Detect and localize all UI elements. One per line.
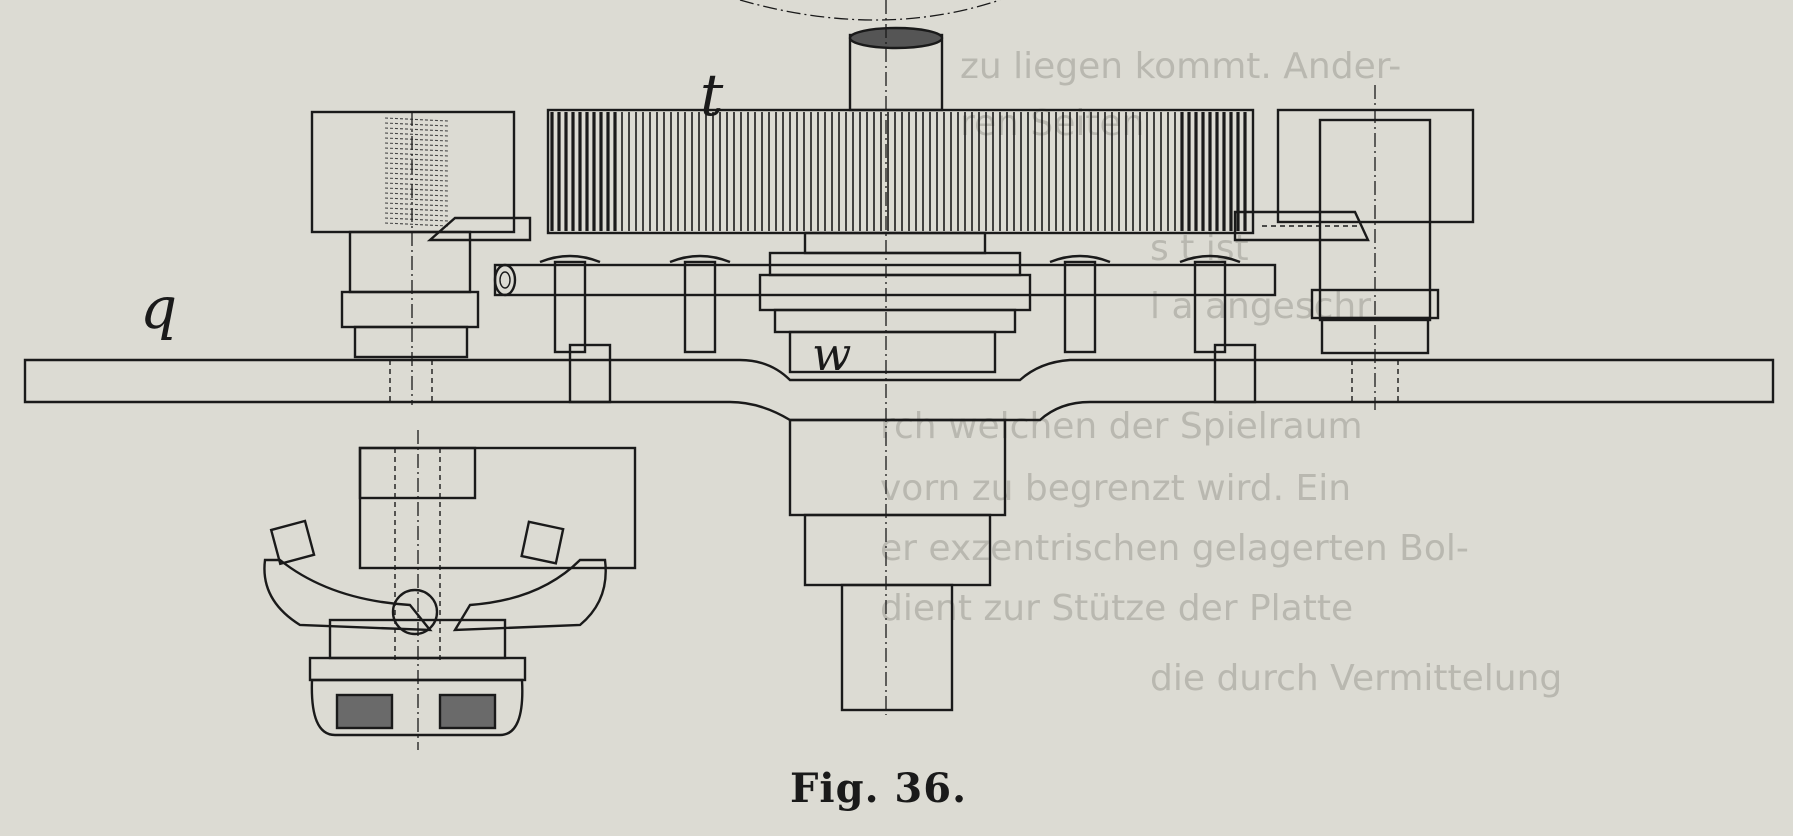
hatch-line	[384, 122, 449, 127]
spindle-lower	[788, 418, 1007, 712]
hatch-line	[384, 182, 449, 187]
bg-line-9: die durch Vermittelung	[1150, 658, 1562, 699]
label-w: w	[812, 327, 851, 381]
hub-collar	[758, 231, 1032, 374]
hatch-line	[384, 217, 449, 222]
hatch-line	[384, 117, 449, 122]
hatch-line	[384, 127, 449, 132]
bg-line-1: zu liegen kommt. Ander-	[960, 46, 1401, 87]
base-plate-q	[23, 343, 1775, 422]
hatch-line	[384, 192, 449, 197]
label-q: q	[140, 274, 177, 342]
hatch-line	[384, 152, 449, 157]
hatch-line	[384, 167, 449, 172]
hatch-line	[384, 197, 449, 202]
hatch-line	[384, 157, 449, 162]
lower-left-assembly	[263, 430, 637, 750]
bg-line-7: er exzentrischen gelagerten Bol-	[880, 528, 1469, 569]
hatch-line	[384, 222, 449, 227]
hatch-line	[384, 187, 449, 192]
hatch-line	[384, 142, 449, 147]
bg-line-6: vorn zu begrenzt wird. Ein	[880, 468, 1351, 509]
hatch-line	[384, 212, 449, 217]
pitch-circle-arc	[739, 0, 1001, 21]
gear-teeth	[550, 112, 1247, 231]
hatch-line	[384, 162, 449, 167]
left-hatch	[384, 117, 449, 227]
label-t: t	[700, 61, 724, 129]
hatch-line	[384, 137, 449, 142]
hatch-line	[384, 132, 449, 137]
hatch-line	[384, 207, 449, 212]
gear-t	[546, 108, 1255, 235]
bg-line-8: dient zur Stütze der Platte	[880, 588, 1353, 629]
bg-line-5: rch welchen der Spielraum	[880, 406, 1363, 447]
hatch-line	[384, 177, 449, 182]
right-cam-block	[1233, 85, 1475, 410]
hatch-line	[384, 202, 449, 207]
figure-caption: Fig. 36.	[790, 765, 968, 812]
left-cam-block	[310, 110, 532, 405]
hatch-line	[384, 147, 449, 152]
hatch-line	[384, 172, 449, 177]
spindle-top	[848, 26, 944, 112]
